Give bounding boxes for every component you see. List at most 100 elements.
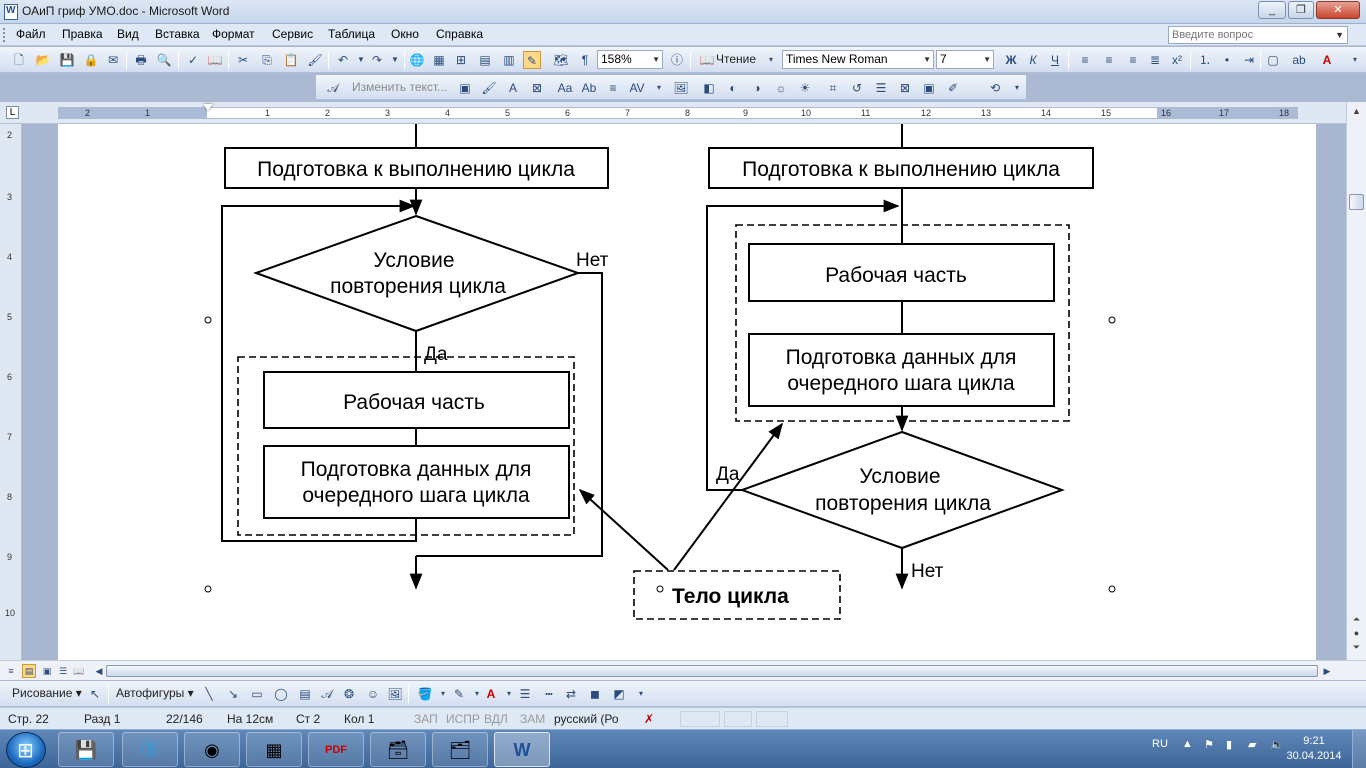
status-record[interactable]: ЗАП xyxy=(414,712,438,726)
numbering-icon[interactable]: ⒈ xyxy=(1198,53,1211,67)
browse-object-icon[interactable]: ● xyxy=(1353,628,1360,638)
document-area[interactable]: Подготовка к выполнению цикла Условие по… xyxy=(22,124,1346,660)
selection-handle[interactable] xyxy=(1108,585,1116,593)
rotate-icon[interactable]: ↺ xyxy=(851,81,863,95)
left-next-step-block[interactable] xyxy=(263,445,570,519)
tables-borders-icon[interactable]: ▦ xyxy=(433,53,445,67)
edit-text-button[interactable]: Изменить текст... xyxy=(352,80,448,94)
horizontal-ruler[interactable]: L 2 1 1 2 3 4 5 6 7 8 9 10 11 12 13 14 1… xyxy=(0,102,1366,124)
fill-color-icon[interactable]: 🪣 xyxy=(417,687,433,701)
wordart-gallery-icon[interactable]: ▣ xyxy=(459,81,471,95)
line-style-icon[interactable]: ☰ xyxy=(875,81,887,95)
status-track-changes[interactable]: ИСПР xyxy=(446,712,480,726)
justify-icon[interactable]: ≣ xyxy=(1149,53,1161,67)
undo-icon[interactable]: ↶ xyxy=(337,53,349,67)
ruler-strip[interactable]: 2 1 1 2 3 4 5 6 7 8 9 10 11 12 13 14 15 … xyxy=(58,107,1298,119)
reading-view-icon[interactable]: 📖 xyxy=(73,666,85,676)
format-wordart-icon[interactable]: 🖌 xyxy=(481,81,497,95)
selection-handle[interactable] xyxy=(204,585,212,593)
status-extend[interactable]: ВДЛ xyxy=(484,712,508,726)
pdf-app-icon[interactable]: PDF xyxy=(308,732,364,767)
chevron-down-icon[interactable]: ▼ xyxy=(983,55,991,64)
selection-handle[interactable] xyxy=(1108,316,1116,324)
scroll-left-icon[interactable]: ◀ xyxy=(95,666,103,676)
scroll-thumb[interactable] xyxy=(1349,194,1364,210)
show-formatting-icon[interactable]: ¶ xyxy=(581,53,589,67)
format-picture-icon[interactable]: ▣ xyxy=(923,81,935,95)
redo-icon[interactable]: ↷ xyxy=(371,53,383,67)
start-button[interactable] xyxy=(6,732,46,768)
menu-edit[interactable]: Правка xyxy=(62,27,103,41)
char-spacing-icon[interactable]: AV xyxy=(629,81,645,95)
menu-view[interactable]: Вид xyxy=(117,27,139,41)
previous-page-icon[interactable]: ⏶ xyxy=(1352,614,1361,624)
normal-view-icon[interactable]: ≡ xyxy=(8,666,14,676)
vertical-scrollbar[interactable]: ▲ ▼ ⏶ ● ⏷ xyxy=(1346,102,1366,694)
chevron-down-icon[interactable]: ▼ xyxy=(1335,30,1344,40)
superscript-icon[interactable]: x² xyxy=(1172,53,1182,67)
underline-button[interactable]: Ч xyxy=(1051,53,1059,67)
insert-wordart-icon[interactable]: 𝒜 xyxy=(327,81,339,95)
alignment-icon[interactable]: ≡ xyxy=(609,81,617,95)
align-center-icon[interactable]: ≡ xyxy=(1105,53,1113,67)
font-name-select[interactable]: Times New Roman ▼ xyxy=(782,50,934,69)
text-wrapping-icon[interactable]: ⊠ xyxy=(531,81,543,95)
set-transparent-icon[interactable]: ✐ xyxy=(947,81,959,95)
word-app-icon[interactable]: W xyxy=(494,732,550,767)
format-painter-icon[interactable]: 🖌 xyxy=(307,53,323,67)
menu-insert[interactable]: Вставка xyxy=(155,27,200,41)
word-doc-icon[interactable] xyxy=(4,4,18,20)
less-brightness-icon[interactable]: ☀ xyxy=(799,81,811,95)
picture-tool-icon[interactable]: 🖼 xyxy=(387,687,403,701)
open-folder-icon[interactable]: 📂 xyxy=(35,53,51,67)
reading-layout-icon[interactable]: 📖 xyxy=(699,53,715,67)
diagram-tool-icon[interactable]: ❂ xyxy=(343,687,355,701)
font-color-dropdown-icon[interactable]: ▾ xyxy=(506,689,511,698)
vertical-text-icon[interactable]: Ab xyxy=(581,81,597,95)
image-control-icon[interactable]: ◧ xyxy=(703,81,715,95)
indent-marker[interactable] xyxy=(203,104,213,111)
maximize-button[interactable]: ❐ xyxy=(1288,1,1314,19)
more-brightness-icon[interactable]: ☼ xyxy=(775,81,787,95)
close-button[interactable]: ✕ xyxy=(1316,1,1360,19)
clipart-tool-icon[interactable]: ☺ xyxy=(366,687,380,701)
drawing-toggle-icon[interactable]: ✎ xyxy=(523,51,541,69)
font-color-icon[interactable]: A xyxy=(486,687,496,701)
menu-format[interactable]: Формат xyxy=(212,27,255,41)
highlight-icon[interactable]: ab xyxy=(1292,53,1306,67)
indent-icon[interactable]: ⇥ xyxy=(1243,53,1255,67)
toolbar-options-icon[interactable]: ▾ xyxy=(656,83,661,92)
bold-button[interactable]: Ж xyxy=(1005,53,1017,67)
language-indicator[interactable]: RU xyxy=(1152,738,1168,750)
menu-file[interactable]: Файл xyxy=(16,27,46,41)
horizontal-scroll-track[interactable]: ◀ ▶ xyxy=(92,664,1332,678)
chrome-icon[interactable]: ◉ xyxy=(184,732,240,767)
shadow-style-icon[interactable]: ◼ xyxy=(590,687,600,701)
document-page[interactable]: Подготовка к выполнению цикла Условие по… xyxy=(58,124,1316,660)
fill-color-dropdown-icon[interactable]: ▾ xyxy=(440,689,445,698)
volume-icon[interactable]: 🔈 xyxy=(1270,739,1284,751)
print-icon[interactable]: 🖶 xyxy=(135,53,147,67)
bullets-icon[interactable]: • xyxy=(1224,53,1230,67)
reset-picture-icon[interactable]: ⟲ xyxy=(989,81,1001,95)
dash-style-icon[interactable]: ┅ xyxy=(545,687,553,701)
arrow-tool-icon[interactable]: ↘ xyxy=(227,687,239,701)
redo-dropdown-icon[interactable]: ▼ xyxy=(391,55,399,64)
wordart-tool-icon[interactable]: 𝒜 xyxy=(321,687,333,701)
spelling-status-icon[interactable]: ✗ xyxy=(644,712,655,726)
zoom-select[interactable]: 158% ▼ xyxy=(597,50,663,69)
toolbar-options-icon[interactable]: ▾ xyxy=(1014,83,1019,92)
draw-menu-button[interactable]: Рисование ▾ xyxy=(12,686,82,700)
align-left-icon[interactable]: ≡ xyxy=(1081,53,1089,67)
help-icon[interactable]: ⓘ xyxy=(670,53,683,67)
autoshapes-button[interactable]: Автофигуры ▾ xyxy=(116,686,194,700)
save-app-icon[interactable]: 💾 xyxy=(58,732,114,767)
menu-tools[interactable]: Сервис xyxy=(272,27,314,41)
cut-icon[interactable]: ✂ xyxy=(237,53,249,67)
horizontal-scrollbar[interactable]: ≡ ▤ ▣ ☰ 📖 ◀ ▶ xyxy=(0,660,1366,680)
chevron-down-icon[interactable]: ▼ xyxy=(652,55,660,64)
minimize-button[interactable]: _ xyxy=(1258,1,1286,19)
horizontal-scroll-thumb[interactable] xyxy=(106,665,1318,677)
compress-icon[interactable]: ⊠ xyxy=(899,81,911,95)
line-style-icon[interactable]: ☰ xyxy=(519,687,531,701)
